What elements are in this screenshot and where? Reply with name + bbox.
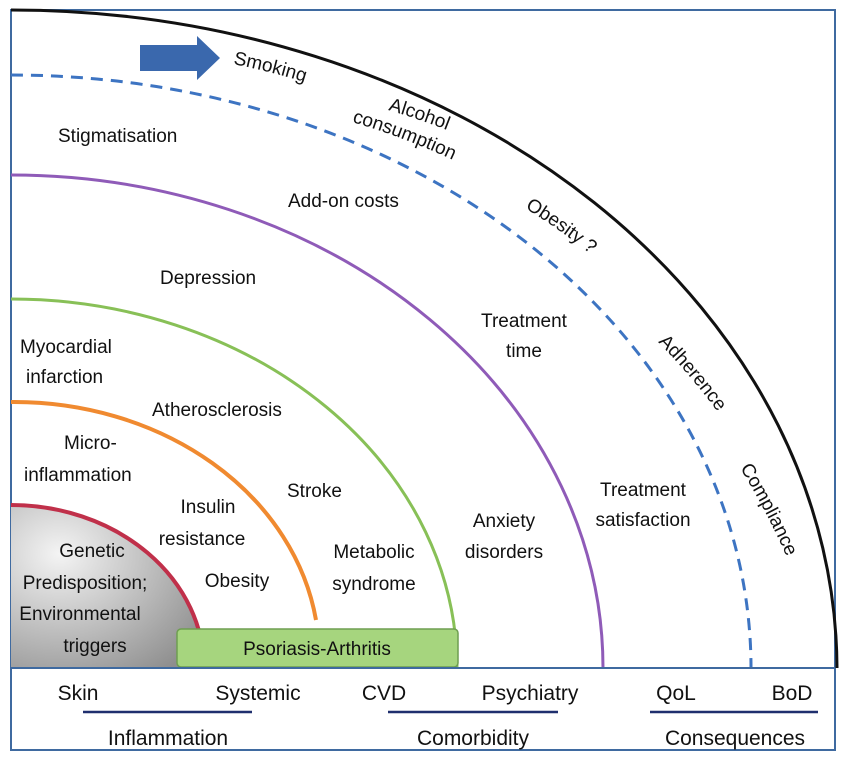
group-comorbidity: Comorbidity: [417, 727, 530, 750]
treatment-time-label-line2: time: [506, 341, 542, 362]
cvd-arc: [10, 297, 459, 669]
category-skin: Skin: [58, 682, 99, 705]
category-systemic: Systemic: [215, 682, 300, 705]
adherence-label: Adherence: [654, 331, 730, 415]
right-arrow-icon: [140, 36, 220, 80]
category-qol: QoL: [656, 682, 696, 705]
atherosclerosis-label: Atherosclerosis: [152, 400, 282, 421]
insulin-resistance-label-line2: resistance: [159, 529, 246, 550]
systemic-inflammation-arc: [10, 399, 318, 621]
adherence-text: Adherence: [654, 331, 730, 415]
stigmatisation-label: Stigmatisation: [58, 126, 177, 147]
depression-label: Depression: [160, 268, 256, 289]
core-label-environmental: Environmental: [19, 604, 140, 625]
anxiety-disorders-label-line1: Anxiety: [473, 511, 536, 532]
metabolic-syndrome-label-line1: Metabolic: [333, 542, 414, 563]
treatment-time-label-line1: Treatment: [481, 311, 568, 332]
obesity-label: Obesity: [205, 571, 270, 592]
treatment-satisfaction-label-line2: satisfaction: [595, 510, 690, 531]
group-consequences: Consequences: [665, 727, 805, 750]
core-label-predisposition: Predisposition;: [23, 573, 148, 594]
core-label-genetic: Genetic: [59, 541, 124, 562]
category-cvd: CVD: [362, 682, 406, 705]
myocardial-infarction-label-line1: Myocardial: [20, 337, 112, 358]
group-inflammation: Inflammation: [108, 727, 228, 750]
anxiety-disorders-label-line2: disorders: [465, 542, 543, 563]
category-bod: BoD: [772, 682, 813, 705]
smoking-label: Smoking: [232, 48, 309, 87]
outer-consequences-arc: [10, 8, 839, 669]
metabolic-syndrome-label-line2: syndrome: [332, 574, 415, 595]
treatment-satisfaction-label-line1: Treatment: [600, 480, 687, 501]
smoking-text: Smoking: [232, 48, 309, 87]
stroke-label: Stroke: [287, 481, 342, 502]
compliance-label: Compliance: [736, 460, 801, 559]
psychiatry-arc: [10, 173, 605, 669]
category-psychiatry: Psychiatry: [482, 682, 579, 705]
insulin-resistance-label-line1: Insulin: [181, 497, 236, 518]
micro-inflammation-label-line1: Micro-: [64, 433, 117, 454]
myocardial-infarction-label-line2: infarction: [26, 367, 103, 388]
psoriasis-arthritis-label: Psoriasis-Arthritis: [243, 639, 391, 660]
addon-costs-label: Add-on costs: [288, 191, 399, 212]
micro-inflammation-label-line2: inflammation: [24, 465, 132, 486]
diagram-frame: [10, 9, 836, 751]
genetic-core-region: [11, 505, 204, 668]
compliance-text: Compliance: [736, 460, 801, 559]
core-label-triggers: triggers: [63, 636, 126, 657]
lifestyle-dashed-arc: [10, 73, 753, 669]
